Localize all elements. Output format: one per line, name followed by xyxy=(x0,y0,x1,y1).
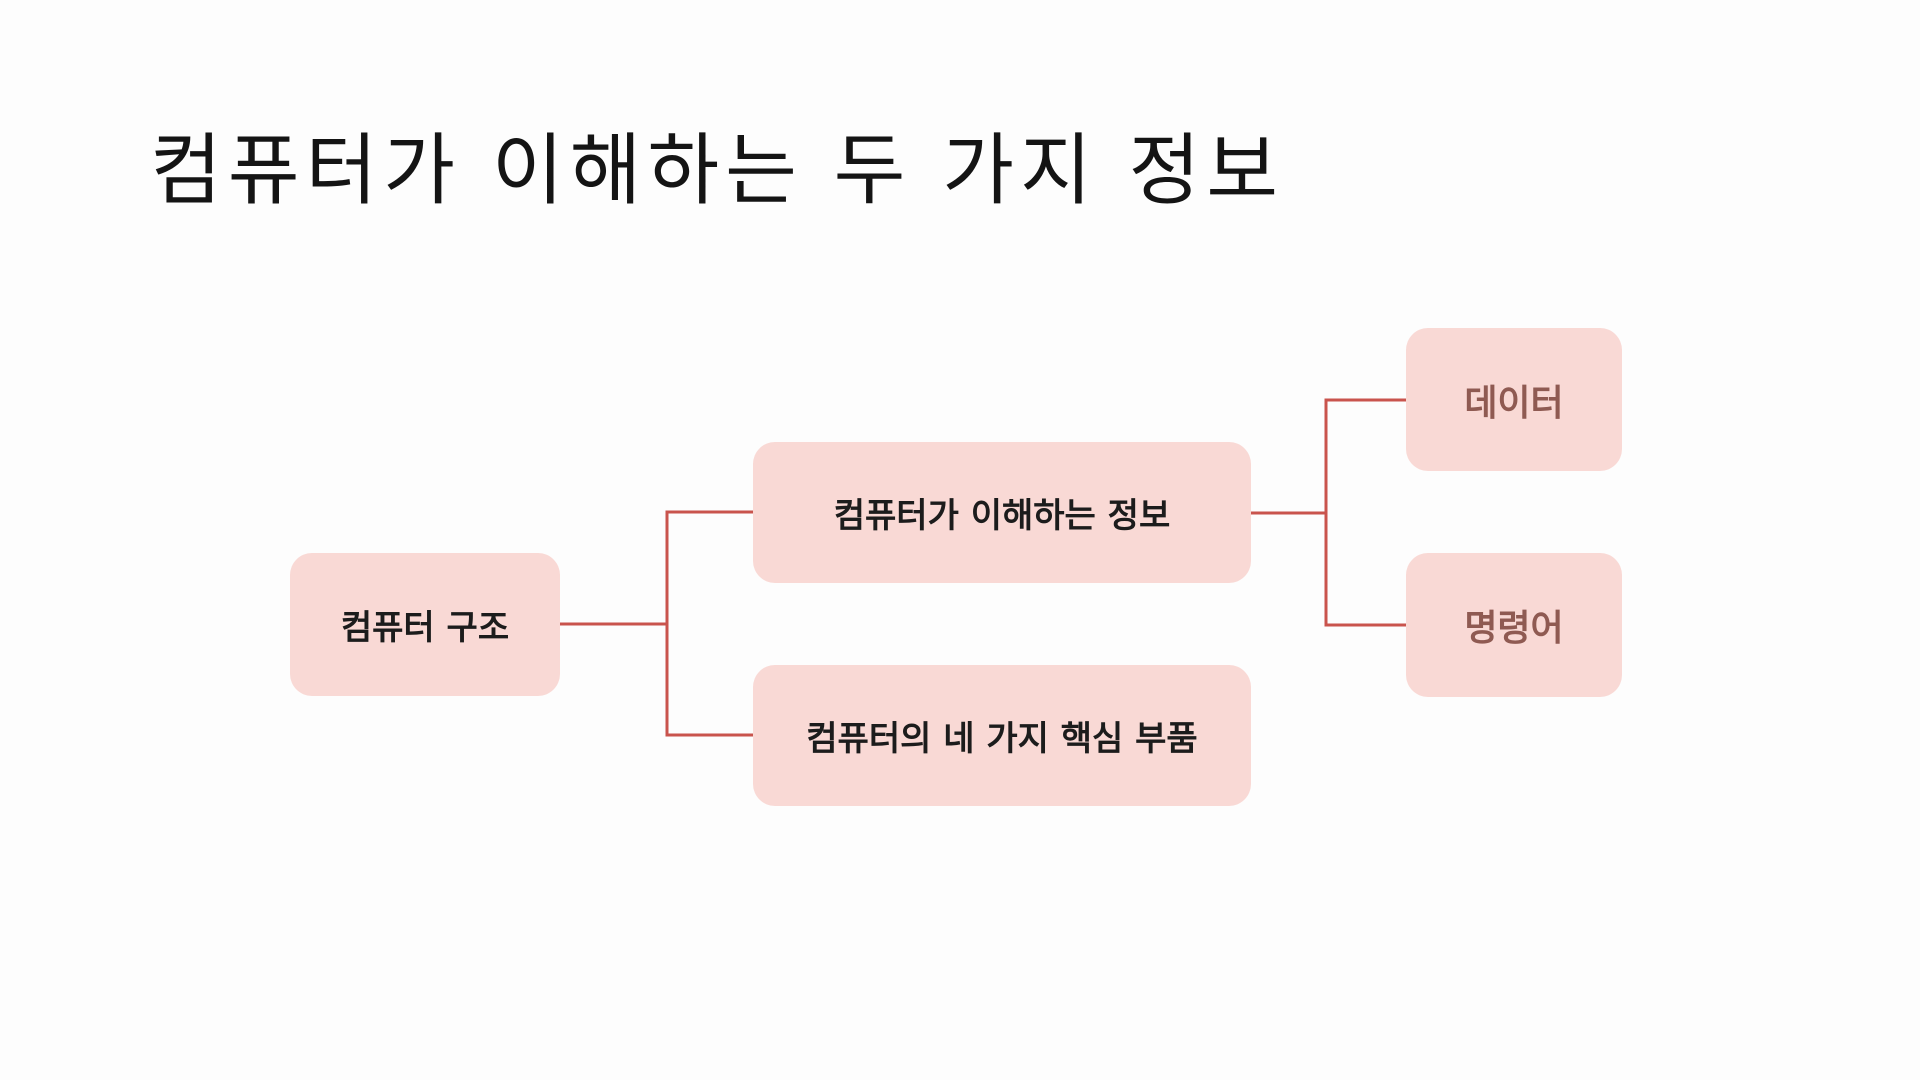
node-instruction: 명령어 xyxy=(1406,553,1622,697)
node-label: 컴퓨터의 네 가지 핵심 부품 xyxy=(806,719,1198,759)
node-label: 컴퓨터가 이해하는 정보 xyxy=(833,496,1171,536)
slide-title: 컴퓨터가 이해하는 두 가지 정보 xyxy=(150,126,1285,216)
node-computer-architecture: 컴퓨터 구조 xyxy=(290,553,560,696)
node-label: 데이터 xyxy=(1464,382,1564,424)
connector-info-to-children xyxy=(1251,398,1406,627)
node-data: 데이터 xyxy=(1406,328,1622,471)
node-label: 컴퓨터 구조 xyxy=(340,608,510,648)
node-four-core-components: 컴퓨터의 네 가지 핵심 부품 xyxy=(753,665,1251,806)
connector-root-to-branches xyxy=(560,510,753,737)
node-label: 명령어 xyxy=(1464,608,1564,649)
node-information-computers-understand: 컴퓨터가 이해하는 정보 xyxy=(753,442,1251,583)
